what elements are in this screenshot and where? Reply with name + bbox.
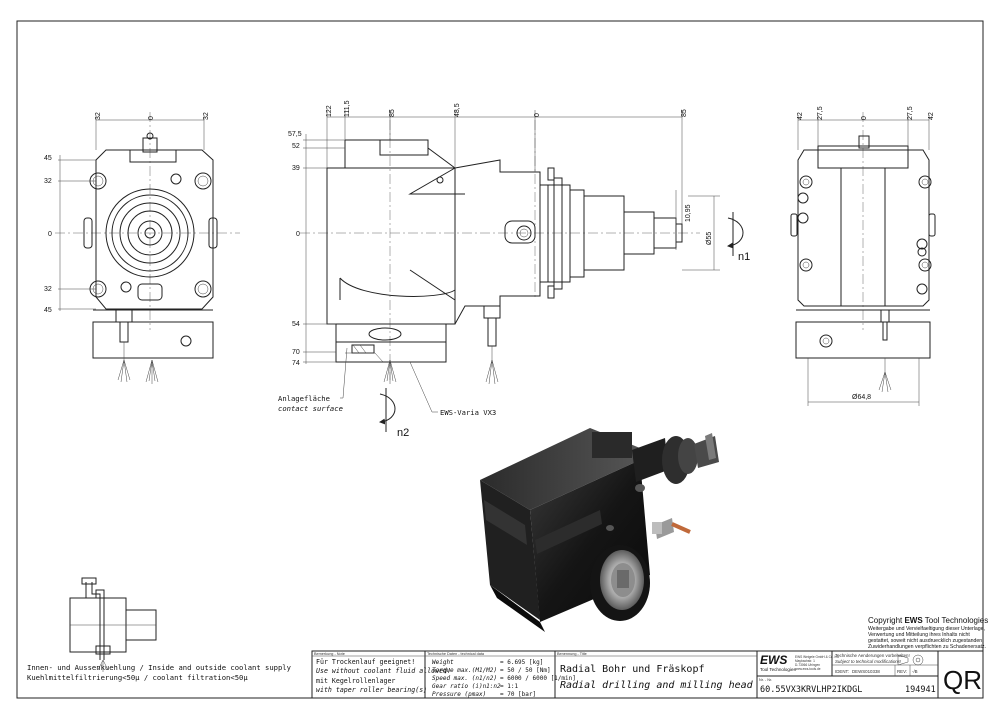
- tech-value-0: = 6.695 [kg]: [500, 659, 543, 666]
- back-dim-top-4: 42: [928, 112, 935, 120]
- front-dim-top-2: 32: [203, 112, 210, 120]
- front-dim-left-1: 32: [44, 178, 52, 185]
- back-dim-bottom: Ø64,8: [852, 394, 871, 401]
- side-dim-top-3: 48,5: [454, 103, 461, 117]
- rev-value: -/B: [912, 669, 918, 674]
- side-dim-left-3: 0: [296, 231, 300, 238]
- note-line-2: Use without coolant fluid allowed!: [316, 667, 451, 675]
- ident-label: IDENT:: [835, 669, 849, 674]
- company-line-4: www.ews-tools.de: [795, 667, 821, 671]
- front-dim-left-4: 45: [44, 307, 52, 314]
- front-dimensions: 32 0 32 45 32 0 32 45: [44, 112, 210, 314]
- tech-value-4: = 70 [bar]: [500, 691, 536, 698]
- company-line-3: D-73066 Uhingen: [795, 663, 820, 667]
- n1-label: n1: [738, 251, 750, 263]
- contact-surface-label-en: contact surface: [278, 404, 343, 413]
- front-view: [55, 112, 240, 384]
- tech-header: Technische Daten - technical data: [427, 652, 485, 656]
- back-dim-top-1: 27,5: [817, 106, 824, 120]
- front-dim-left-0: 45: [44, 155, 52, 162]
- copyright-line-1: Weitergabe und Vervielfaeltigung dieser …: [868, 626, 985, 632]
- note-line-3: mit Kegelrollenlager: [316, 677, 395, 685]
- copyright-block: Copyright EWS Tool Technologies Weiterga…: [868, 616, 988, 650]
- product-3d-render: [480, 428, 719, 632]
- back-dimensions: 42 27,5 0 27,5 42 Ø64,8: [797, 106, 935, 406]
- note-line-1: Für Trockenlauf geeignet!: [316, 658, 415, 666]
- side-dim-left-6: 74: [292, 360, 300, 367]
- company-logo-text: EWS: [760, 653, 787, 667]
- coolant-note-line2: Kuehlmittelfiltrierung<50µ / coolant fil…: [27, 673, 248, 682]
- copyright-line-4: Zuwiderhandlungen verpflichten zu Schade…: [868, 644, 986, 650]
- title-block: Bemerkung - Note Für Trockenlauf geeigne…: [311, 650, 984, 699]
- ews-varia-label: EWS-Varia VX3: [440, 408, 496, 417]
- projection-symbol-icon: [897, 654, 924, 666]
- company-sub: Tool Technologies: [760, 667, 796, 672]
- qr-label: QR: [943, 665, 982, 695]
- contact-surface-label-de: Anlagefläche: [278, 394, 330, 403]
- company-logo: EWS Tool Technologies: [760, 653, 796, 672]
- side-dim-right-1: Ø55: [706, 232, 713, 245]
- company-line-2: Maybachstr. 1: [795, 659, 815, 663]
- company-line-1: EWS Weigele GmbH & Co. KG: [795, 655, 840, 659]
- coolant-note-line1: Innen- und Aussenkuehlung / Inside and o…: [27, 663, 292, 672]
- back-dim-top-0: 42: [797, 112, 804, 120]
- tech-data-list: Weight = 6.695 [kg] Torque max.(M1/M2) =…: [432, 659, 576, 698]
- title-de: Radial Bohr und Fräskopf: [560, 664, 705, 675]
- front-dim-top-0: 32: [95, 112, 102, 120]
- side-dim-top-0: 122: [326, 105, 333, 117]
- tech-value-1: = 50 / 50 [Nm]: [500, 667, 551, 674]
- notes-header: Bemerkung - Note: [314, 652, 345, 656]
- side-dim-right-0: 10,95: [685, 204, 692, 222]
- back-view: [790, 112, 936, 393]
- title-header: Benennung - Title: [557, 652, 587, 656]
- note-line-4: with taper roller bearing(s): [316, 686, 427, 694]
- tech-label-1: Torque max.(M1/M2): [432, 667, 497, 674]
- side-dim-left-4: 54: [292, 321, 300, 328]
- article-number: 60.55VX3KRVLHP2IKDGL: [760, 685, 862, 695]
- rev-label: REV:: [897, 669, 907, 674]
- copyright-heading: Copyright EWS Tool Technologies: [868, 616, 988, 625]
- tech-label-0: Weight: [432, 659, 454, 666]
- copyright-line-3: gestattet, soweit nicht ausdruecklich zu…: [868, 638, 984, 644]
- tech-value-2: = 6000 / 6000 [1/min]: [500, 675, 576, 682]
- change-note-en: Subject to technical modifications!: [835, 659, 902, 664]
- side-dimensions: 122 111,5 85 48,5 0 85 57,5 52 39 0 54 7…: [278, 100, 750, 439]
- back-dim-top-3: 27,5: [907, 106, 914, 120]
- copyright-line-2: Verwertung und Mitteilung ihres Inhalts …: [868, 632, 970, 638]
- side-dim-top-2: 85: [389, 109, 396, 117]
- tech-label-4: Pressure (pmax): [432, 691, 486, 698]
- side-dim-top-1: 111,5: [344, 100, 351, 117]
- change-note-de: Technische Aenderungen vorbehalten!: [835, 653, 910, 658]
- tech-label-3: Gear ratio (i)n1:n2: [432, 683, 501, 690]
- title-en: Radial drilling and milling head: [560, 680, 754, 691]
- back-dim-top-2: 0: [861, 116, 868, 120]
- side-view: [300, 120, 700, 385]
- front-dim-left-3: 32: [44, 286, 52, 293]
- tech-value-3: = 1:1: [500, 683, 518, 690]
- side-dim-left-5: 70: [292, 349, 300, 356]
- ident-value: DEWS010338: [852, 669, 880, 674]
- side-dim-top-5: 85: [681, 109, 688, 117]
- n2-label: n2: [397, 427, 409, 439]
- front-dim-left-2: 0: [48, 231, 52, 238]
- side-dim-top-4: 0: [534, 113, 541, 117]
- tech-label-2: Speed max. (n1/n2): [432, 675, 497, 682]
- side-dim-left-1: 52: [292, 143, 300, 150]
- side-dim-left-2: 39: [292, 165, 300, 172]
- coolant-schematic: [69, 577, 157, 672]
- drawing-number: 194941: [905, 685, 936, 695]
- side-dim-left-0: 57,5: [288, 131, 302, 138]
- nr-label: Nr. - Nr.: [759, 678, 772, 682]
- front-dim-top-1: 0: [148, 116, 155, 120]
